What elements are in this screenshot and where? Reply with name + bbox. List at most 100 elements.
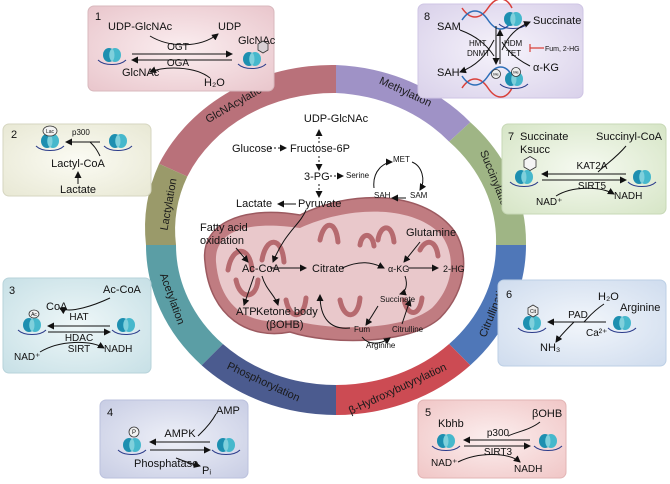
ring-segment-citrullination (449, 245, 526, 366)
calcium-label: Ca²⁺ (586, 328, 607, 339)
glcnac-hexagon-icon (257, 40, 269, 54)
citrulline-center-label: Citrulline (392, 325, 424, 334)
inhibition-icon (529, 44, 544, 52)
fatty-acid-label-2: oxidation (200, 235, 244, 247)
glcnac-left-label: GlcNAc (122, 67, 160, 79)
citrate-label: Citrate (312, 263, 344, 275)
udp-label: UDP (218, 21, 241, 33)
accoa-panel-label: Ac-CoA (103, 284, 142, 296)
panel-glcnacylation: 1 UDP-GlcNAc UDP OGT OGA GlcNAc GlcNAc H… (87, 5, 276, 92)
ksucc-label: Ksucc (520, 144, 550, 156)
lactyl-coa-label: Lactyl-CoA (51, 158, 105, 170)
kat2a-label: KAT2A (577, 161, 608, 172)
pad-label: PAD (568, 310, 588, 321)
sam-center-label: SAM (410, 191, 428, 200)
panel-number: 1 (95, 11, 101, 23)
hmt-label: HMT (469, 39, 486, 48)
pi-label: Pᵢ (202, 465, 211, 477)
panel-number: 2 (11, 129, 17, 141)
glucose-label: Glucose (232, 143, 272, 155)
panel-number: 3 (9, 285, 15, 297)
hat-label: HAT (69, 312, 88, 323)
panel-bhb: 5 Kbhb βOHB p300 SIRT3 NAD⁺ NADH (417, 399, 567, 479)
panel-number: 6 (506, 289, 512, 301)
inhibitor-label: Fum, 2-HG (545, 46, 580, 53)
succinylcoa-label: Succinyl-CoA (596, 131, 663, 143)
pyruvate-label: Pyruvate (298, 198, 341, 210)
lactate-panel-label: Lactate (60, 184, 96, 196)
phosphate-tag: P (132, 430, 136, 436)
methyl-tag-icon (491, 69, 501, 79)
accoa-center-label: Ac-CoA (242, 263, 281, 275)
amp-label: AMP (216, 405, 240, 417)
panel-methylation: 8 Me Me SAM Succinate HMT DNMT HDM TET F… (417, 0, 584, 99)
akg-panel-label: α-KG (533, 62, 559, 74)
arginine-panel-label: Arginine (620, 302, 660, 314)
ring-segment-phosphorylation (201, 344, 336, 415)
p300-label: p300 (72, 128, 90, 137)
nadh-succ-label: NADH (614, 191, 642, 202)
succinate-center-label: Succinate (380, 295, 416, 304)
tet-label: TET (506, 49, 521, 58)
fum-center-label: Fum (354, 325, 370, 334)
arginine-center-label: Arginine (366, 341, 396, 350)
lac-tag: Lac (46, 129, 55, 135)
ac-tag: Ac (31, 312, 37, 318)
nh3-label: NH₃ (540, 342, 560, 354)
hdm-label: HDM (504, 39, 523, 48)
sam-panel-label: SAM (437, 21, 461, 33)
ring-segment-glcnacylation (159, 64, 336, 177)
serine-label: Serine (346, 171, 370, 180)
panel-succinylation: 7 Succinate Succinyl-CoA Ksucc KAT2A SIR… (501, 123, 667, 215)
ring-segment-bhb (336, 344, 471, 415)
nadh-bhb-label: NADH (514, 464, 542, 475)
sirt-label: SIRT (68, 344, 91, 355)
panel-number: 4 (107, 407, 113, 419)
methionine-cycle (373, 158, 427, 202)
sah-center-label: SAH (374, 191, 391, 200)
atp-label: ATP (236, 306, 257, 318)
p300-bhb-label: p300 (487, 428, 510, 439)
succinate-methyl-label: Succinate (533, 15, 581, 27)
pg3-label: 3-PG (304, 171, 330, 183)
panel-lactylation: 2 Lac p300 Lactyl-CoA Lactate (2, 123, 152, 197)
succ-hexagon-icon (523, 156, 537, 171)
oga-label: OGA (167, 58, 190, 69)
glutamine-label: Glutamine (406, 227, 456, 239)
ogt-label: OGT (167, 42, 189, 53)
akg-center-label: α-KG (388, 264, 409, 274)
ring-segment-lactylation (145, 163, 188, 245)
panel-phosphorylation: 4 P AMP AMPK Phosphatase Pᵢ (99, 399, 249, 479)
coa-label: CoA (46, 301, 68, 313)
ketone-label-2: (βOHB) (266, 319, 304, 331)
nadh-label: NADH (104, 344, 132, 355)
ac-tag-icon (28, 309, 40, 319)
ampk-label: AMPK (164, 428, 196, 440)
phosphate-tag-icon (128, 426, 140, 438)
sirt3-label: SIRT3 (484, 447, 513, 458)
phosphatase-label: Phosphatase (134, 458, 198, 470)
metabolism-arrows (235, 129, 439, 345)
panel-number: 8 (424, 11, 430, 23)
methyl-tag-icon (511, 67, 521, 77)
udp-glcnac-label: UDP-GlcNAc (108, 21, 173, 33)
hg2-center-label: 2-HG (443, 264, 465, 274)
panel-number: 7 (508, 131, 514, 143)
nad-label: NAD⁺ (14, 352, 40, 363)
ketone-label-1: Ketone body (256, 306, 318, 318)
h2o-cit-label: H₂O (598, 291, 619, 303)
panel-citrullination: 6 Cit H₂O PAD Arginine Ca²⁺ NH₃ (497, 279, 667, 367)
lac-tag-icon (42, 125, 58, 137)
glcnac-right-label: GlcNAc (238, 35, 276, 47)
nad-succ-label: NAD⁺ (536, 197, 562, 208)
kbhb-label: Kbhb (438, 418, 464, 430)
panel-number: 5 (425, 407, 431, 419)
methyl-tag: Me (493, 72, 499, 77)
fatty-acid-label-1: Fatty acid (200, 222, 248, 234)
hdac-label: HDAC (65, 333, 93, 344)
cit-tag: Cit (530, 309, 537, 315)
methyl-tag: Me (513, 70, 519, 75)
bohb-label: βOHB (532, 408, 562, 420)
